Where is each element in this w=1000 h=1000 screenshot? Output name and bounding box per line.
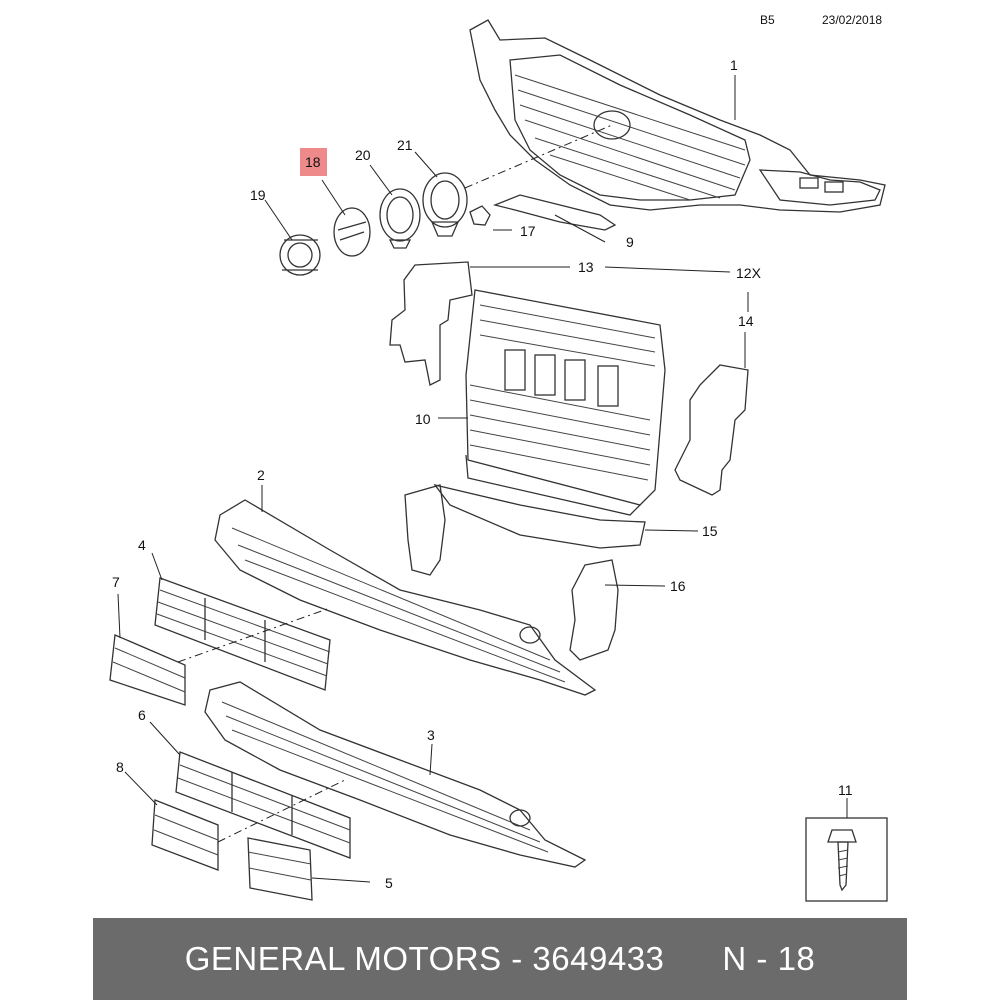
callout-18: 18 bbox=[305, 154, 321, 170]
callout-7: 7 bbox=[112, 574, 120, 590]
part-7-trim bbox=[109, 634, 186, 706]
part-2-bumper-grille bbox=[214, 499, 597, 696]
callout-1: 1 bbox=[730, 57, 738, 73]
part-9-trim-strip bbox=[492, 194, 617, 231]
footer-banner: GENERAL MOTORS - 3649433 N - 18 bbox=[93, 918, 907, 1000]
callout-20: 20 bbox=[355, 147, 371, 163]
part-10-shutter-module bbox=[465, 289, 666, 516]
part-1-upper-grille bbox=[469, 19, 886, 213]
callout-15: 15 bbox=[702, 523, 718, 539]
callout-3: 3 bbox=[427, 727, 435, 743]
part-16b-bracket bbox=[404, 484, 446, 576]
part-17-clip bbox=[469, 205, 491, 226]
diagram-code: B5 bbox=[760, 13, 775, 27]
callout-13: 13 bbox=[578, 259, 594, 275]
part-14-right-deflector bbox=[674, 364, 749, 496]
callout-5: 5 bbox=[385, 875, 393, 891]
part-20-emblem-base bbox=[379, 188, 421, 249]
part-13-left-deflector bbox=[389, 261, 473, 386]
callout-9: 9 bbox=[626, 234, 634, 250]
footer-part-number: GENERAL MOTORS - 3649433 N - 18 bbox=[184, 940, 816, 977]
callout-14: 14 bbox=[738, 313, 754, 329]
diagram-date: 23/02/2018 bbox=[822, 13, 882, 27]
part-11-bolt-box bbox=[805, 817, 888, 902]
callout-8: 8 bbox=[116, 759, 124, 775]
callout-6: 6 bbox=[138, 707, 146, 723]
callout-4: 4 bbox=[138, 537, 146, 553]
callout-17: 17 bbox=[520, 223, 536, 239]
part-16-bracket bbox=[569, 559, 619, 661]
part-3-lower-bumper-grille bbox=[204, 681, 587, 868]
part-19-emblem bbox=[279, 234, 321, 276]
part-8-trim bbox=[151, 799, 219, 871]
callout-10: 10 bbox=[415, 411, 431, 427]
callout-12x: 12X bbox=[736, 265, 762, 281]
callout-16: 16 bbox=[670, 578, 686, 594]
part-5-trim bbox=[247, 837, 313, 901]
part-21-emblem-housing bbox=[422, 172, 468, 237]
part-6-lower-insert bbox=[175, 751, 351, 859]
part-4-grille-insert bbox=[154, 577, 331, 691]
part-18-emblem-logo bbox=[333, 207, 371, 257]
highlight-part-18 bbox=[300, 148, 327, 176]
callout-11: 11 bbox=[838, 782, 853, 798]
callout-21: 21 bbox=[397, 137, 413, 153]
part-15-lower-air-guide bbox=[433, 483, 646, 549]
callout-19: 19 bbox=[250, 187, 266, 203]
callout-2: 2 bbox=[257, 467, 265, 483]
